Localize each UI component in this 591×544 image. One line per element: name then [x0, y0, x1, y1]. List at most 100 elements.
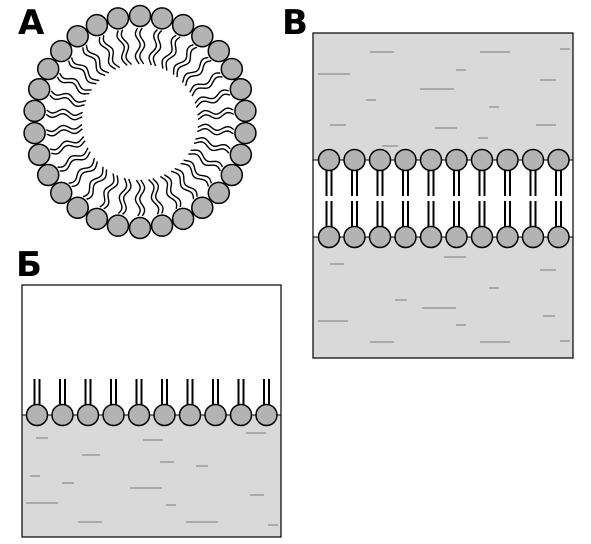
micelle-tail — [102, 35, 121, 69]
bilayer-head-lower — [547, 225, 570, 249]
micelle-tail — [197, 111, 235, 121]
panel-label-a: А — [18, 3, 45, 43]
monolayer-head — [102, 403, 125, 427]
monolayer-head — [229, 403, 253, 427]
micelle-head — [150, 7, 174, 30]
micelle-tail — [86, 169, 108, 200]
micelle-tail — [99, 173, 115, 208]
monolayer-head — [204, 403, 227, 427]
micelle-tail — [59, 151, 91, 172]
monolayer-water-dashes — [26, 432, 278, 526]
micelle-tail — [116, 30, 128, 66]
micelle-head — [23, 99, 46, 123]
micelle-tails — [45, 27, 235, 217]
micelle-tail — [98, 36, 117, 70]
bilayer-head-lower — [419, 225, 443, 249]
bilayer-head-upper — [317, 148, 341, 172]
micelle-tail — [134, 179, 141, 217]
micelle-head — [220, 57, 244, 81]
panel-label-be: Б — [16, 245, 42, 285]
micelle-tail — [195, 137, 231, 150]
micelle-tail — [172, 44, 194, 75]
micelle-tail — [139, 179, 146, 217]
micelle-tail — [70, 57, 100, 82]
bilayer-head-lower — [496, 225, 519, 249]
micelle-tail — [180, 162, 210, 187]
bilayer-head-lower — [368, 225, 392, 249]
micelle-head — [85, 13, 109, 37]
micelle-head — [128, 4, 152, 28]
micelle-head — [85, 207, 109, 231]
monolayer-head — [178, 403, 202, 427]
micelle-tail — [184, 60, 212, 87]
micelle-tail — [46, 108, 83, 117]
bilayer-head-upper — [521, 148, 545, 172]
bilayer-head-lower — [470, 225, 494, 249]
micelle-tail — [45, 123, 83, 133]
bilayer-head-lower — [394, 225, 417, 249]
micelle-head — [66, 24, 89, 48]
monolayer-head — [127, 403, 151, 427]
micelle-head — [171, 207, 195, 231]
micelle-tail — [67, 60, 97, 85]
micelle-tail — [183, 159, 213, 184]
monolayer-head — [153, 403, 176, 427]
micelle-head — [106, 214, 130, 237]
micelle-tail — [152, 30, 163, 67]
micelle-head — [27, 77, 51, 101]
monolayer-head — [51, 403, 74, 427]
micelle-tail — [191, 76, 223, 97]
bilayer-panel: В — [282, 3, 574, 359]
monolayer-lipids — [25, 379, 278, 427]
micelle-head — [229, 143, 253, 167]
micelle-tail — [68, 157, 96, 184]
micelle-tail — [159, 175, 178, 209]
bilayer-water-dashes — [318, 48, 570, 343]
micelle-head — [23, 121, 46, 145]
monolayer-panel: Б — [16, 245, 282, 538]
micelle-tail — [176, 46, 198, 78]
micelle-tail — [57, 147, 89, 168]
micelle-tail — [59, 72, 92, 91]
micelle-head — [207, 39, 231, 63]
micelle-tail — [197, 123, 235, 131]
micelle-head — [66, 196, 89, 220]
micelle-tail — [139, 27, 146, 65]
bilayer-head-upper — [547, 148, 570, 172]
monolayer-water — [22, 415, 281, 537]
micelle-head — [49, 181, 73, 205]
bilayer-lipids — [317, 148, 570, 249]
bilayer-head-upper — [445, 148, 468, 172]
micelle-tail — [117, 177, 128, 214]
micelle-head — [191, 24, 214, 48]
micelle-heads — [23, 4, 257, 240]
bilayer-head-upper — [343, 148, 366, 172]
micelle-head — [220, 163, 244, 187]
micelle-tail — [103, 175, 119, 210]
monolayer-head — [76, 403, 100, 427]
micelle-tail — [82, 47, 106, 77]
micelle-tail — [188, 153, 221, 172]
micelle-tail — [148, 29, 158, 66]
micelle-head — [207, 181, 231, 205]
micelle-head — [36, 57, 60, 81]
micelle-head — [27, 143, 51, 167]
monolayer-head — [255, 403, 278, 427]
micelle-head — [106, 7, 130, 30]
bilayer-head-lower — [317, 225, 341, 249]
micelle-tail — [181, 56, 209, 83]
micelle-head — [49, 39, 73, 63]
bilayer-head-upper — [368, 148, 392, 172]
monolayer-frame — [21, 284, 282, 538]
monolayer-head — [25, 403, 49, 427]
micelle-tail — [190, 149, 224, 168]
micelle-tail — [50, 90, 87, 103]
micelle-head — [191, 196, 214, 220]
bilayer-head-lower — [445, 225, 468, 249]
micelle-head — [36, 163, 60, 187]
micelle-tail — [82, 166, 104, 198]
micelle-tail — [152, 178, 164, 214]
micelle-tail — [174, 167, 198, 197]
micelle-tail — [85, 44, 110, 74]
micelle-tail — [45, 113, 83, 121]
